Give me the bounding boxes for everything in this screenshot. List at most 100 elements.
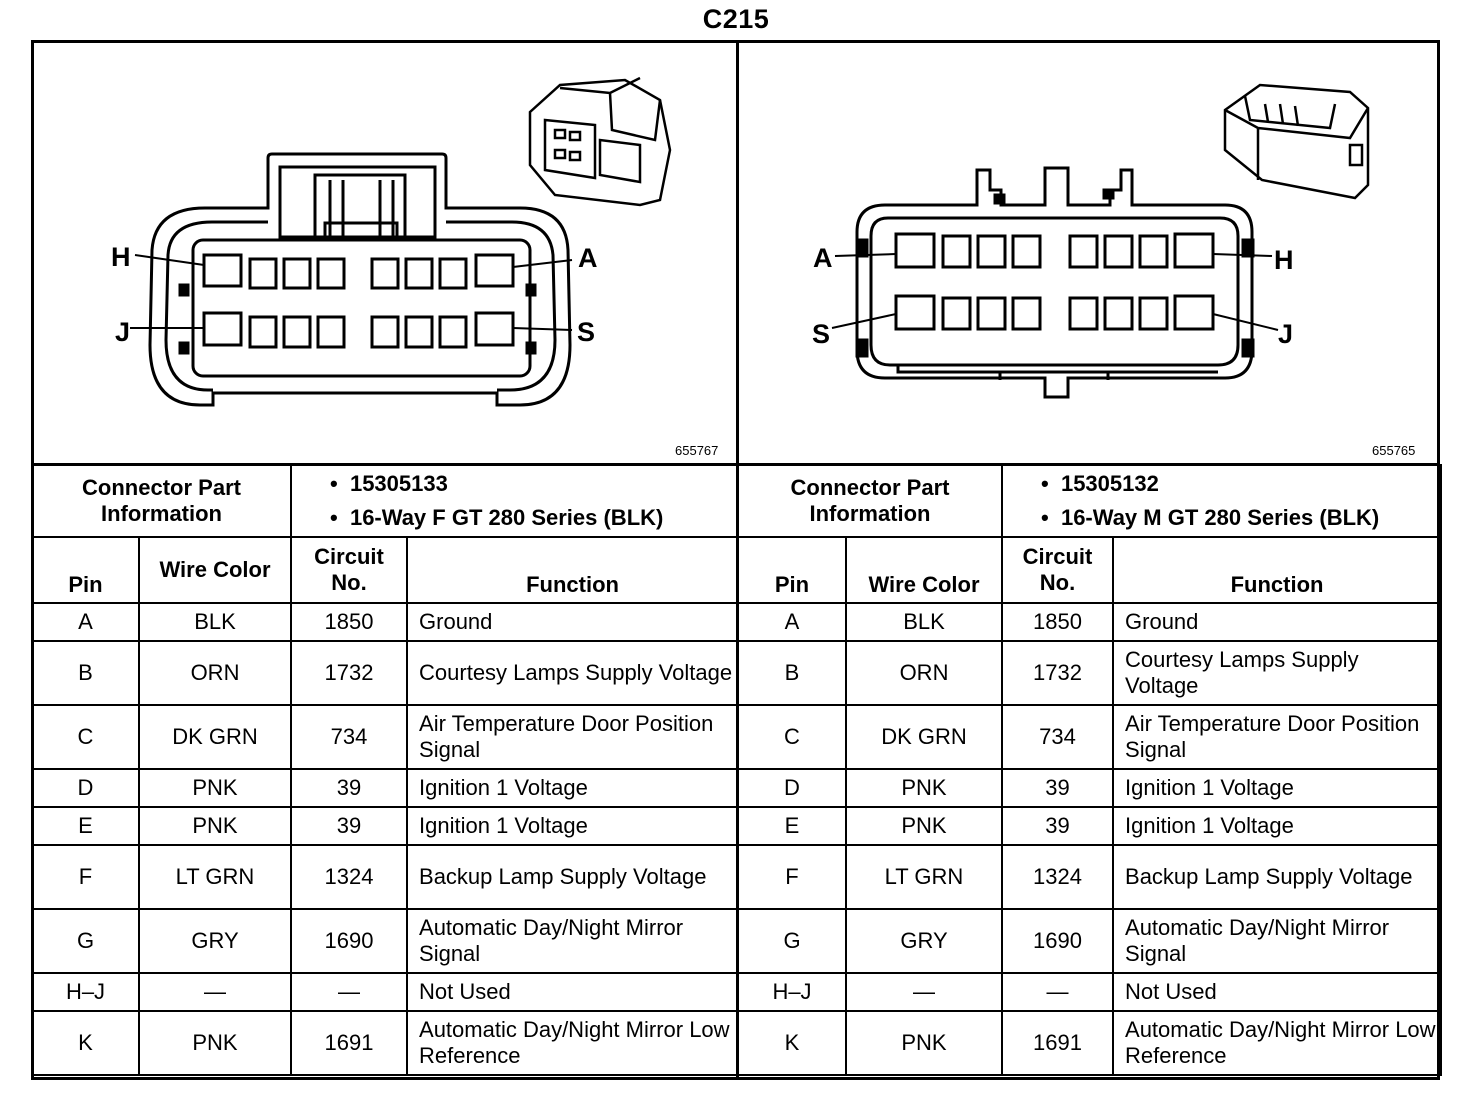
table-row: H–J——Not Used: [737, 972, 1443, 1012]
function-cell: Air Temperature Door Position Signal: [406, 704, 740, 770]
table-row: H–J——Not Used: [31, 972, 740, 1012]
circuit-cell: 1324: [1001, 844, 1115, 910]
wire-color-cell: DK GRN: [844, 704, 1004, 770]
left-connector-thumbnail: [528, 76, 672, 207]
function-cell: Ground: [406, 602, 740, 642]
circuit-cell: 1690: [290, 908, 409, 974]
function-cell: Backup Lamp Supply Voltage: [406, 844, 740, 910]
circuit-cell: 39: [290, 768, 409, 808]
left-pinout-table: Connector Part Information • 15305133 • …: [30, 464, 740, 1076]
pin-label-top-left: H: [111, 242, 131, 272]
wire-color-cell: ORN: [137, 640, 293, 706]
pin-cell: H–J: [31, 972, 140, 1012]
function-cell: Courtesy Lamps Supply Voltage: [406, 640, 740, 706]
function-cell: Courtesy Lamps Supply Voltage: [1112, 640, 1443, 706]
circuit-cell: —: [1001, 972, 1115, 1012]
page-title: C215: [702, 4, 770, 34]
circuit-cell: 1690: [1001, 908, 1115, 974]
circuit-cell: 734: [290, 704, 409, 770]
circuit-cell: —: [290, 972, 409, 1012]
wire-color-cell: PNK: [137, 1010, 293, 1076]
wire-color-cell: GRY: [137, 908, 293, 974]
header-circuit-no: Circuit No.: [1001, 536, 1115, 604]
function-cell: Not Used: [406, 972, 740, 1012]
function-cell: Air Temperature Door Position Signal: [1112, 704, 1443, 770]
header-function: Function: [406, 536, 740, 604]
wire-color-cell: LT GRN: [844, 844, 1004, 910]
pin-cell: G: [737, 908, 847, 974]
circuit-cell: 1850: [1001, 602, 1115, 642]
circuit-cell: 1691: [290, 1010, 409, 1076]
pin-cell: F: [31, 844, 140, 910]
wire-color-cell: GRY: [844, 908, 1004, 974]
pin-cell: H–J: [737, 972, 847, 1012]
connector-part-info-label: Connector Part Information: [30, 464, 293, 538]
wire-color-cell: PNK: [844, 806, 1004, 846]
right-pinout-table: Connector Part Information • 15305132 • …: [736, 464, 1443, 1076]
left-diagram-ref: 655767: [675, 443, 719, 458]
wire-color-cell: PNK: [844, 768, 1004, 808]
function-cell: Automatic Day/Night Mirror Signal: [406, 908, 740, 974]
function-cell: Ignition 1 Voltage: [1112, 768, 1443, 808]
pin-cell: B: [31, 640, 140, 706]
function-cell: Automatic Day/Night Mirror Signal: [1112, 908, 1443, 974]
circuit-cell: 39: [1001, 806, 1115, 846]
part-number: • 15305132: [1041, 471, 1159, 496]
connector-part-numbers: • 15305132 • 16-Way M GT 280 Series (BLK…: [1001, 464, 1443, 538]
pin-cell: D: [31, 768, 140, 808]
pin-cell: A: [31, 602, 140, 642]
wire-color-cell: —: [844, 972, 1004, 1012]
part-number: • 15305133: [330, 471, 448, 496]
wire-color-cell: PNK: [137, 806, 293, 846]
circuit-cell: 1691: [1001, 1010, 1115, 1076]
right-connector-diagram: A S H J: [812, 83, 1370, 399]
pin-label-bottom-right: S: [577, 317, 595, 347]
header-circuit-no: Circuit No.: [290, 536, 409, 604]
connector-part-numbers: • 15305133 • 16-Way F GT 280 Series (BLK…: [290, 464, 740, 538]
header-function: Function: [1112, 536, 1443, 604]
pin-label-bottom-left: J: [115, 317, 130, 347]
pin-label-top-left: A: [813, 243, 833, 273]
part-series: • 16-Way F GT 280 Series (BLK): [330, 505, 664, 530]
wire-color-cell: —: [137, 972, 293, 1012]
function-cell: Automatic Day/Night Mirror Low Reference: [406, 1010, 740, 1076]
header-pin: Pin: [31, 536, 140, 604]
function-cell: Ground: [1112, 602, 1443, 642]
pin-cell: K: [737, 1010, 847, 1076]
wire-color-cell: BLK: [137, 602, 293, 642]
wire-color-cell: DK GRN: [137, 704, 293, 770]
pin-label-top-right: H: [1274, 245, 1294, 275]
right-diagram-ref: 655765: [1372, 443, 1416, 458]
function-cell: Ignition 1 Voltage: [406, 768, 740, 808]
wire-color-cell: PNK: [137, 768, 293, 808]
circuit-cell: 1850: [290, 602, 409, 642]
pin-cell: E: [31, 806, 140, 846]
pin-cell: K: [31, 1010, 140, 1076]
circuit-cell: 1732: [1001, 640, 1115, 706]
function-cell: Not Used: [1112, 972, 1443, 1012]
pin-cell: C: [31, 704, 140, 770]
pin-cell: E: [737, 806, 847, 846]
header-pin: Pin: [737, 536, 847, 604]
pin-label-top-right: A: [578, 243, 598, 273]
header-wire-color: Wire Color: [137, 536, 293, 604]
pin-cell: F: [737, 844, 847, 910]
function-cell: Automatic Day/Night Mirror Low Reference: [1112, 1010, 1443, 1076]
left-connector-diagram: H J A S: [111, 76, 672, 407]
circuit-cell: 39: [290, 806, 409, 846]
circuit-cell: 1732: [290, 640, 409, 706]
